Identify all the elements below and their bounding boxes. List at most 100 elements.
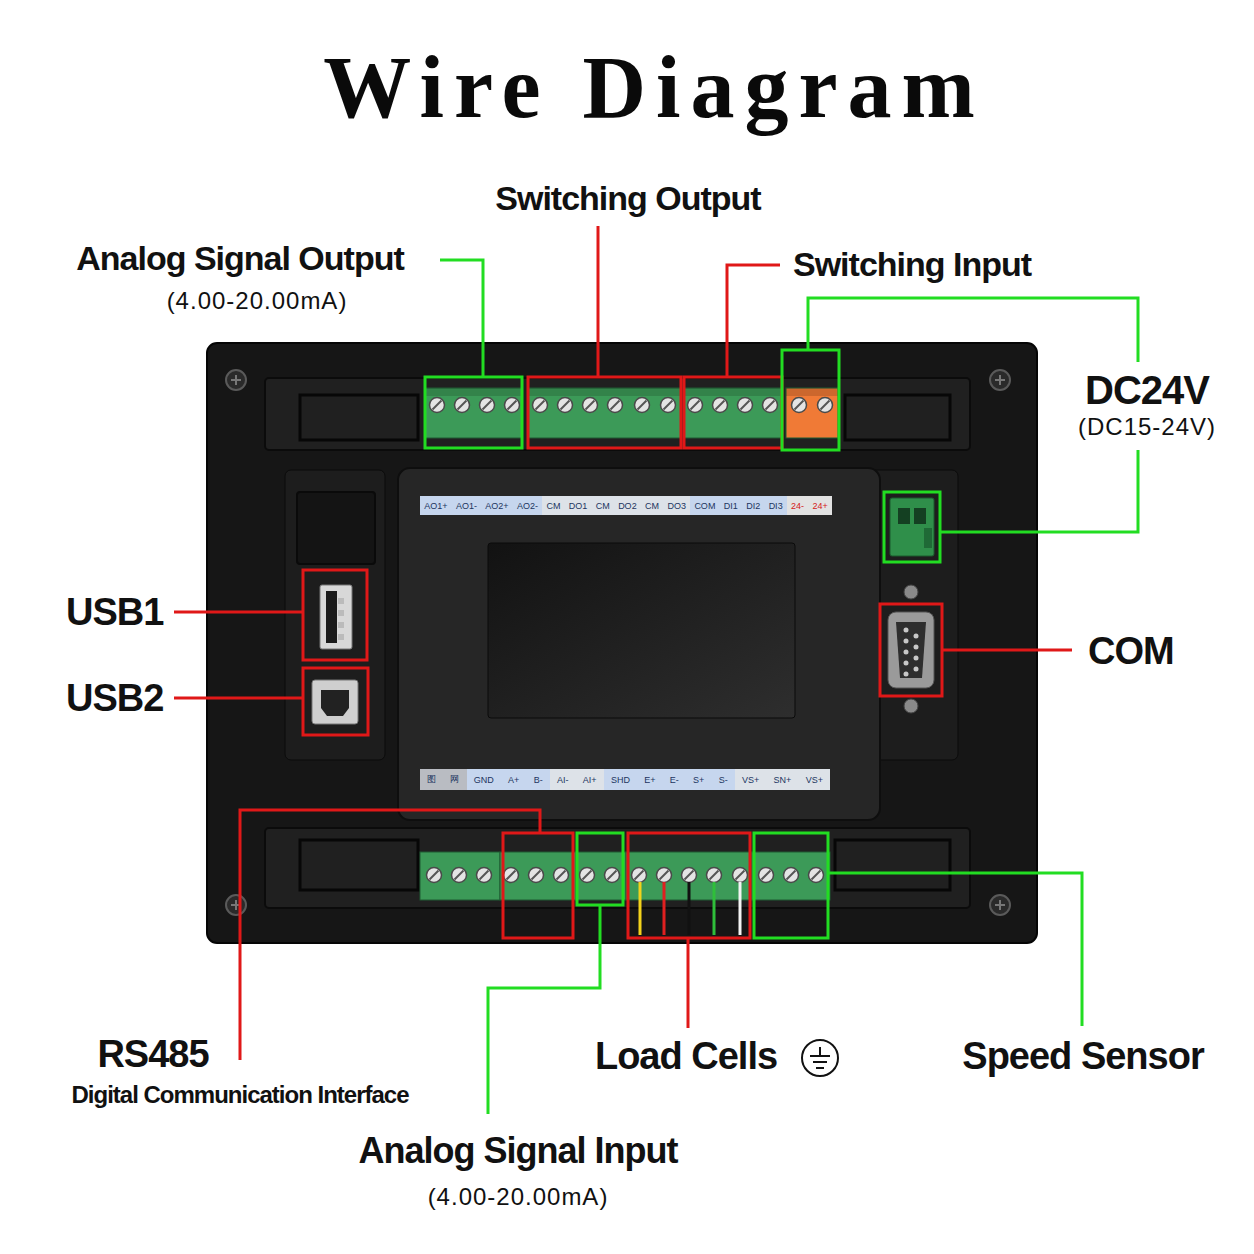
terminal-block [420,852,500,900]
front-cover [398,468,880,820]
terminal-screw [455,398,470,413]
blank-port [297,492,375,564]
leader-line [808,298,1138,362]
pin-name: AO2- [513,496,542,515]
power-pin [914,508,926,524]
leader-line [174,697,303,700]
terminal-screw [818,398,833,413]
pin-name: AI+ [576,769,604,790]
terminal-screw [504,868,519,883]
db9-pin [904,661,909,666]
screw-slot [430,871,439,880]
screw-slot [766,401,775,410]
pin-name: GND [467,769,501,790]
terminal-screw [430,398,445,413]
group-outline [425,377,522,448]
screw-slot [664,401,673,410]
terminal-screw [480,398,495,413]
load-cell-wire [688,882,691,935]
terminal-screw [784,868,799,883]
terminal-screw [763,398,778,413]
pin-name: B- [527,769,550,790]
terminal-screw [688,398,703,413]
db9-pin [914,656,919,661]
usb-contact [338,634,344,640]
screw-slot [483,401,492,410]
callout-label: Analog Signal Output [76,240,404,277]
db9-pin [904,628,909,633]
leader-line [940,450,1138,532]
terminal-screw [661,398,676,413]
group-outline [880,604,942,696]
usb-b-port [312,680,358,724]
leader-line [597,226,600,377]
screw-slot [762,871,771,880]
screw-slot [586,401,595,410]
callout-label: Load Cells [595,1036,777,1078]
usb-contact [338,598,344,604]
terminal-screw [759,868,774,883]
screw-slot [455,871,464,880]
terminal-block [528,388,681,438]
screw-slot [433,401,442,410]
load-cell-wire [739,882,742,935]
screw-slot [736,871,745,880]
corner-screw [226,370,246,390]
terminal-label-strip: 图网GNDA+B-AI-AI+SHDE+E-S+S-VS+SN+VS+ [420,769,830,790]
load-cell-wire [713,882,716,935]
group-outline [303,570,367,660]
screw-slot [812,871,821,880]
pin-name: AO1- [452,496,481,515]
db9-pin [914,667,919,672]
power-pin [898,508,910,524]
power-latch [924,528,932,548]
db9-pin [904,672,909,677]
screw-slot [638,401,647,410]
screw-slot [557,871,566,880]
housing [207,343,1037,943]
leader-line [440,260,483,377]
terminal-label-strip: AO1+AO1-AO2+AO2-CMDO1CMDO2CMDO3COMDI1DI2… [420,496,832,515]
terminal-screw [733,868,748,883]
screw-slot [507,871,516,880]
power-connector [890,498,934,556]
usb-contact [338,610,344,616]
callout-label: RS485 [97,1034,208,1076]
screw-slot [508,401,517,410]
vent-slot [300,840,418,890]
callout-label: DC24V [1085,368,1209,412]
terminal-block [576,852,626,900]
db9-face [896,622,926,678]
screw-slot [691,401,700,410]
screw-slot [480,871,489,880]
screw-slot [710,871,719,880]
callout-label: USB1 [66,592,163,634]
ground-symbol-lines [810,1047,830,1068]
screw-slot [635,871,644,880]
pin-name: AO2+ [481,496,513,515]
terminal-block [684,388,782,438]
screw-slot [716,401,725,410]
callout-label: Switching Input [793,246,1031,283]
corner-screw [990,370,1010,390]
side-panel [868,470,958,760]
terminal-screw [529,868,544,883]
screw-slot [821,401,830,410]
db9-shell [888,612,934,688]
pin-name: DO2 [614,496,641,515]
group-outline [628,833,750,938]
ground-symbol [802,1040,838,1076]
screw-slot [561,401,570,410]
terminal-screw [533,398,548,413]
db9-pin [914,645,919,650]
leader-line [687,938,690,1028]
pin-name: DI1 [720,496,742,515]
pin-name: E- [663,769,686,790]
range-note: (4.00-20.00mA) [167,288,348,314]
corner-screw [990,895,1010,915]
terminal-block [500,852,576,900]
terminal-screw [682,868,697,883]
terminal-screw [477,868,492,883]
usb-contact [338,622,344,628]
side-panel [285,470,385,760]
